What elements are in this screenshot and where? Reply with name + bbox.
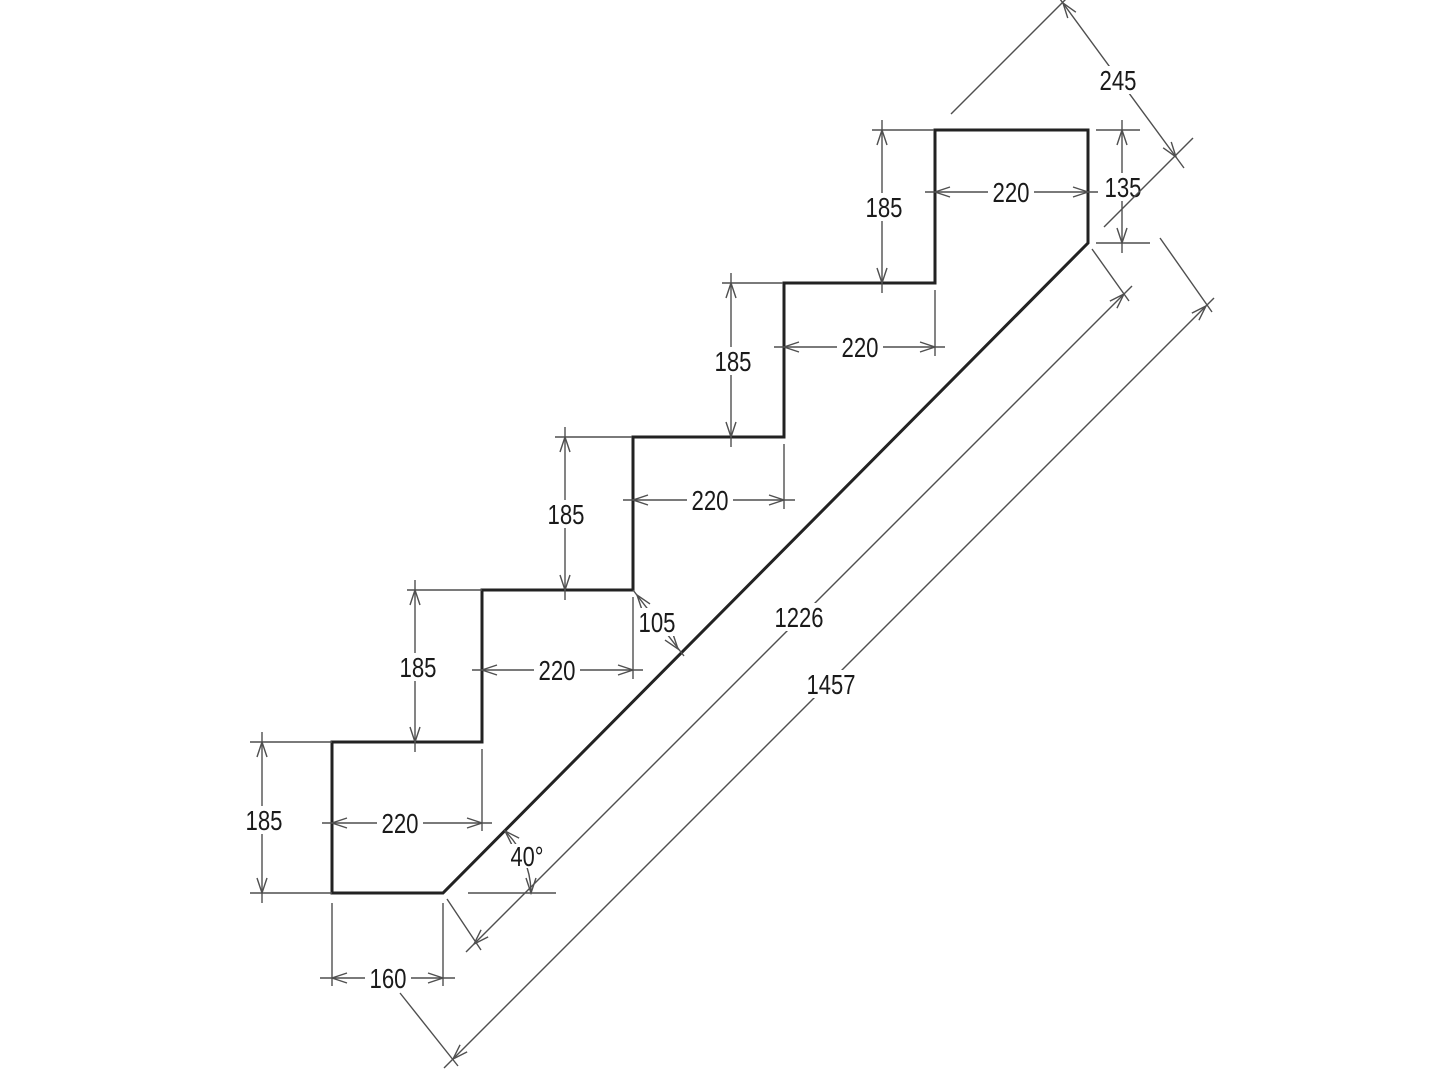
label-mask (507, 844, 547, 868)
dim-riser-1: 185 (241, 732, 332, 903)
dim-riser-3: 185 (543, 427, 632, 600)
label-mask (395, 653, 441, 681)
dimension-label: 220 (539, 655, 576, 686)
dim-tread-1: 220 (322, 749, 492, 839)
dim-tread-3: 220 (623, 444, 795, 516)
dim-tread-5: 220 (925, 177, 1098, 208)
dim-top-nose-width: 245 (950, 0, 1194, 228)
label-mask (1100, 173, 1146, 201)
dim-slope-angle: 40° (468, 826, 556, 894)
label-mask (988, 178, 1034, 206)
dim-throat-depth: 105 (632, 589, 685, 657)
extension-line (399, 992, 459, 1067)
label-mask (763, 603, 835, 631)
dim-riser-2: 185 (395, 580, 482, 752)
dim-riser-5: 185 (861, 120, 934, 293)
label-mask (795, 670, 867, 698)
dimension-label: 160 (370, 963, 407, 994)
dimension-label: 220 (382, 808, 419, 839)
label-mask (1095, 66, 1141, 94)
dim-riser-4: 185 (710, 273, 783, 447)
label-mask (837, 333, 883, 361)
dimension-label: 220 (842, 332, 879, 363)
dim-top-end-drop: 135 (1096, 120, 1150, 253)
dimension-label: 1226 (775, 602, 824, 633)
dimension-label: 185 (246, 805, 283, 836)
dimension-label: 185 (548, 499, 585, 530)
label-mask (241, 806, 287, 834)
label-mask (861, 193, 907, 221)
label-mask (365, 964, 411, 992)
dimension-label: 1457 (807, 669, 856, 700)
dim-tread-2: 220 (472, 597, 643, 686)
dimension-label: 220 (993, 177, 1030, 208)
extension-line (1159, 237, 1213, 313)
label-mask (543, 500, 589, 528)
stringer-profile-outline (330, 128, 1090, 895)
dimension-label: 135 (1105, 172, 1142, 203)
dimension-label: 220 (692, 485, 729, 516)
dim-slope-length-inner: 1226 (446, 248, 1133, 953)
dimension-label: 185 (400, 652, 437, 683)
dimension-label: 40° (511, 841, 544, 872)
dim-slope-length-outer: 1457 (399, 237, 1215, 1069)
dimension-label: 245 (1100, 65, 1137, 96)
dim-base-run: 160 (320, 903, 455, 994)
dim-tread-4: 220 (774, 290, 945, 363)
extension-line (950, 0, 1066, 115)
extension-line (1103, 137, 1194, 228)
extension-line (1091, 248, 1130, 302)
label-mask (634, 608, 680, 636)
dimension-label: 105 (639, 607, 676, 638)
dimension-label: 185 (866, 192, 903, 223)
dimension-label: 185 (715, 346, 752, 377)
label-mask (377, 809, 423, 837)
label-mask (687, 486, 733, 514)
label-mask (534, 656, 580, 684)
label-mask (710, 347, 756, 375)
